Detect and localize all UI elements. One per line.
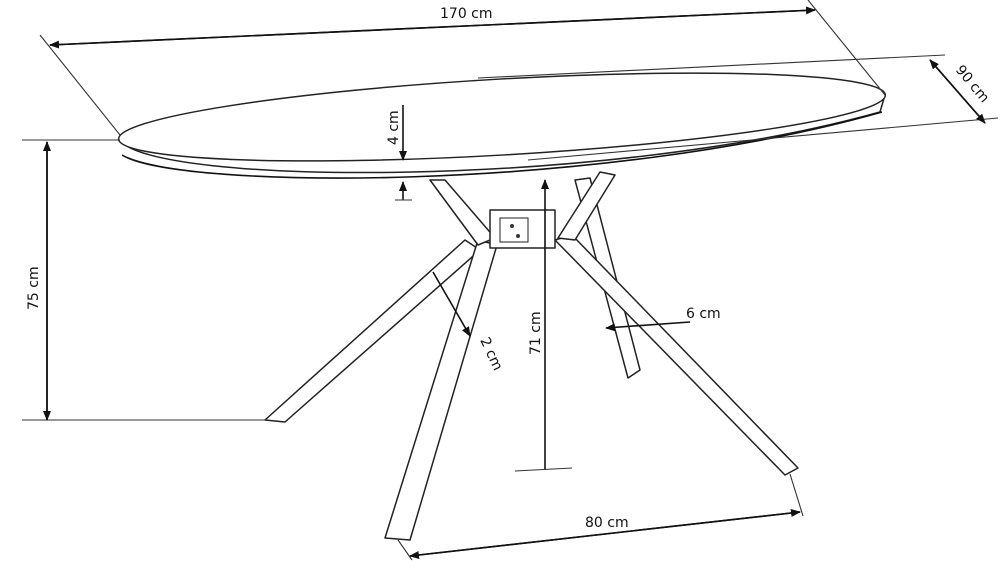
leg-thickness-label: 2 cm <box>476 335 505 373</box>
dim-total-height: 75 cm <box>22 139 265 421</box>
leg-left <box>264 239 481 423</box>
dim-top-thickness: 4 cm <box>386 105 412 201</box>
leg-upper-right <box>557 171 616 241</box>
leg-upper-left <box>429 179 496 246</box>
dim-leg-width: 6 cm <box>605 306 721 332</box>
length-label: 170 cm <box>440 6 493 22</box>
thickness-label: 4 cm <box>386 110 402 145</box>
dim-leg-spread: 80 cm <box>397 473 804 561</box>
height-label: 75 cm <box>26 266 42 310</box>
tabletop <box>117 72 887 179</box>
width-label: 90 cm <box>952 62 992 106</box>
dim-leg-height: 71 cm <box>514 179 573 472</box>
leg-height-label: 71 cm <box>528 311 544 355</box>
dim-length: 170 cm <box>39 0 886 136</box>
leg-right <box>554 234 799 476</box>
table-legs <box>264 171 799 541</box>
leg-width-label: 6 cm <box>686 306 721 322</box>
leg-spread-label: 80 cm <box>585 515 629 531</box>
